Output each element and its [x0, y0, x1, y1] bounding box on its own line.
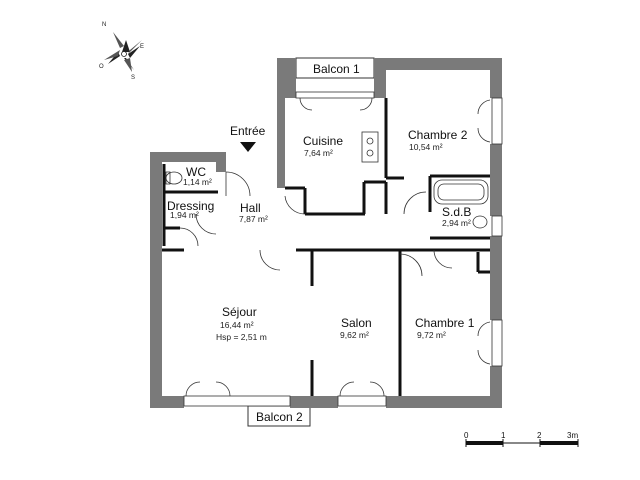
chambre2-area: 10,54 m² [409, 142, 443, 152]
windows [183, 91, 503, 407]
salon-name: Salon [341, 316, 372, 330]
wc-area: 1,14 m² [183, 177, 212, 187]
dressing-area: 1,94 m² [170, 210, 199, 220]
sejour-hsp: Hsp = 2,51 m [216, 332, 267, 342]
compass-e: E [140, 44, 144, 50]
chambre2-name: Chambre 2 [408, 128, 468, 142]
hall-name: Hall [240, 201, 261, 215]
balcon-1-label: Balcon 1 [313, 62, 360, 76]
scale-label-0: 0 [464, 431, 469, 440]
compass-o: O [99, 64, 104, 70]
sejour-area: 16,44 m² [220, 320, 254, 330]
scale-bar: 0 1 2 3m [464, 431, 579, 447]
outer-walls [150, 58, 502, 408]
compass-n: N [102, 22, 106, 28]
salon-area: 9,62 m² [340, 330, 369, 340]
entrance-label: Entrée [230, 124, 266, 138]
compass-s: S [131, 75, 135, 81]
toilet-icon [165, 171, 183, 185]
wc-name: WC [186, 165, 206, 179]
sejour-name: Séjour [222, 305, 257, 319]
balcon-2-label: Balcon 2 [256, 410, 303, 424]
chambre1-name: Chambre 1 [415, 316, 475, 330]
washbasin-icon [472, 215, 488, 229]
fixtures [165, 131, 489, 229]
hall-area: 7,87 m² [239, 214, 268, 224]
chambre1-area: 9,72 m² [417, 330, 446, 340]
kitchen-sink-icon [361, 131, 379, 163]
cuisine-name: Cuisine [303, 134, 343, 148]
sdb-area: 2,94 m² [442, 218, 471, 228]
doors [179, 97, 491, 397]
bathtub-icon [433, 179, 489, 205]
interior-walls [162, 98, 490, 396]
sdb-name: S.d.B [442, 205, 471, 219]
cuisine-area: 7,64 m² [304, 148, 333, 158]
scale-label-2: 2 [537, 431, 542, 440]
entrance-arrow-icon [240, 142, 256, 152]
compass-rose-icon: N E S O [99, 22, 144, 81]
dressing-name: Dressing [167, 199, 214, 213]
scale-label-3: 3m [567, 431, 578, 440]
scale-label-1: 1 [501, 431, 506, 440]
